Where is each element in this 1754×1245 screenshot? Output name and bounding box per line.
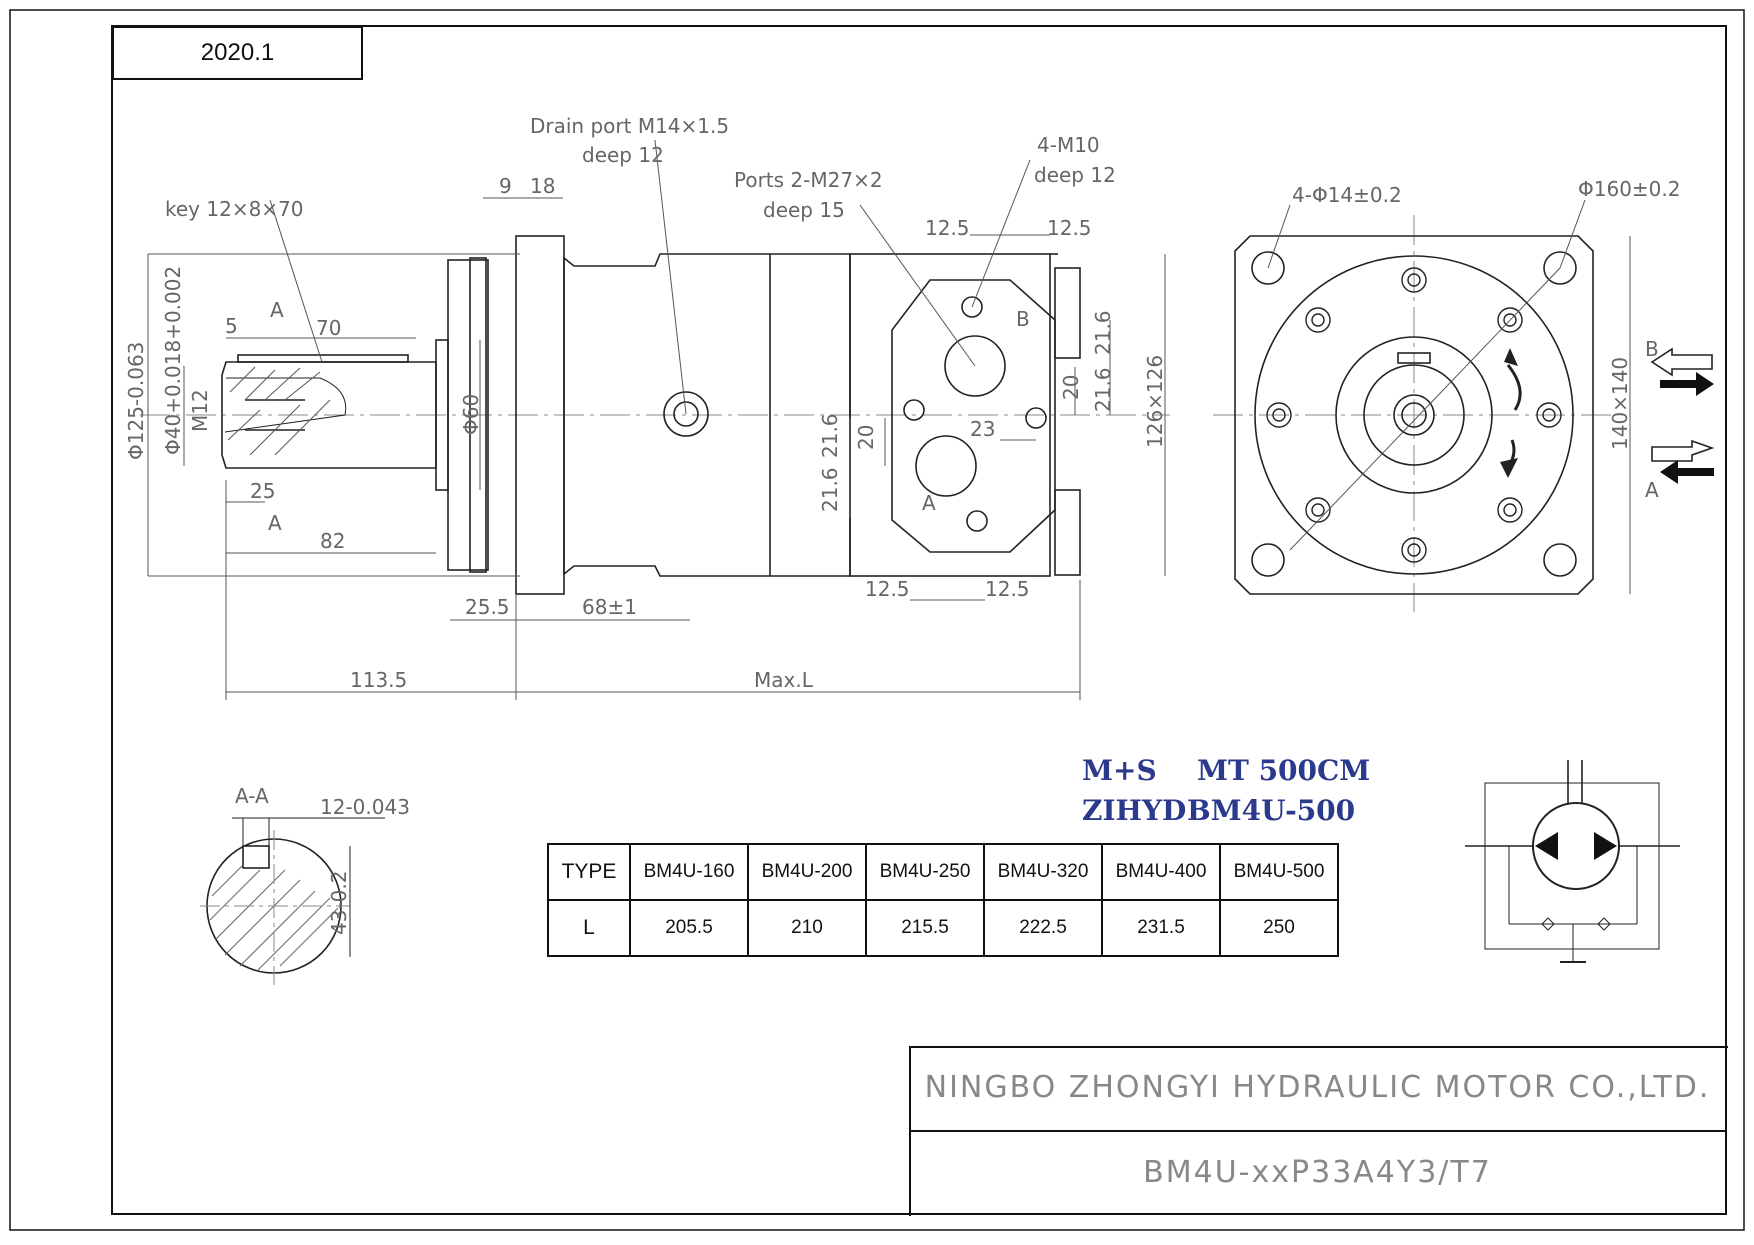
m10-label: 4-M10 xyxy=(1037,133,1100,157)
table-header-row: TYPE BM4U-160 BM4U-200 BM4U-250 BM4U-320… xyxy=(547,843,1339,901)
table-cell: 231.5 xyxy=(1101,899,1221,957)
flow-a-label: A xyxy=(1645,478,1659,502)
outer-border xyxy=(9,9,1745,1231)
dim-82: 82 xyxy=(320,529,345,553)
motor-triangle-left-icon xyxy=(1535,832,1558,860)
date-box: 2020.1 xyxy=(112,26,363,80)
table-cell: 215.5 xyxy=(865,899,985,957)
dim-12-5-d: 12.5 xyxy=(985,577,1030,601)
section-marker-bottom: A xyxy=(268,511,282,535)
table-header-cell: TYPE xyxy=(547,843,631,901)
company-name: NINGBO ZHONGYI HYDRAULIC MOTOR CO.,LTD. xyxy=(909,1046,1726,1132)
flow-arrows xyxy=(1650,347,1715,462)
ports-label: Ports 2-M27×2 xyxy=(734,168,883,192)
dim-key12: 12-0.043 xyxy=(320,795,410,819)
dim-12-5-b: 12.5 xyxy=(1047,216,1092,240)
dim-70: 70 xyxy=(316,316,341,340)
dim-25-5: 25.5 xyxy=(465,595,510,619)
drain-deep-label: deep 12 xyxy=(582,143,664,167)
dim-68: 68±1 xyxy=(582,595,637,619)
section-aa-label: A-A xyxy=(235,784,269,808)
section-view xyxy=(200,817,385,985)
ports-deep-label: deep 15 xyxy=(763,198,845,222)
pcd-label: Φ160±0.2 xyxy=(1578,177,1680,201)
brand-model: BM4U-500 xyxy=(1187,794,1355,827)
flow-arrow-a-icon xyxy=(1660,460,1714,484)
table-header-cell: BM4U-320 xyxy=(983,843,1103,901)
dim-phi40: Φ40+0.018+0.002 xyxy=(161,266,185,455)
dim-23: 23 xyxy=(970,417,995,441)
table-header-cell: BM4U-200 xyxy=(747,843,867,901)
dim-phi125: Φ125-0.063 xyxy=(124,342,148,460)
dim-126: 126×126 xyxy=(1143,355,1167,448)
holes-label: 4-Φ14±0.2 xyxy=(1292,183,1402,207)
dim-21-6-a: 21.6 xyxy=(1091,310,1115,355)
table-cell: 250 xyxy=(1219,899,1339,957)
dim-max-l: Max.L xyxy=(754,668,814,692)
port-b-label: B xyxy=(1016,307,1030,331)
dim-m12: M12 xyxy=(188,389,212,432)
model-number: BM4U-xxP33A4Y3/T7 xyxy=(1143,1155,1492,1190)
flow-b-label: B xyxy=(1645,337,1659,361)
motor-triangle-right-icon xyxy=(1594,832,1617,860)
dim-43: 43-0.2 xyxy=(327,871,351,935)
brand-mt: MT 500CM xyxy=(1197,754,1370,787)
table-header-cell: BM4U-160 xyxy=(629,843,749,901)
brand-ms: M+S xyxy=(1082,754,1157,787)
displacement-table: TYPE BM4U-160 BM4U-200 BM4U-250 BM4U-320… xyxy=(547,843,1339,957)
port-a-label: A xyxy=(922,491,936,515)
dim-12-5-a: 12.5 xyxy=(925,216,970,240)
side-view xyxy=(140,235,1170,595)
dim-113-5: 113.5 xyxy=(350,668,407,692)
flow-arrow-b-icon xyxy=(1660,372,1714,396)
dim-12-5-c: 12.5 xyxy=(865,577,910,601)
dim-5: 5 xyxy=(225,314,238,338)
dim-21-6-c: 21.6 xyxy=(818,413,842,458)
inner-border xyxy=(111,25,1727,1215)
table-cell: 210 xyxy=(747,899,867,957)
table-row: L 205.5 210 215.5 222.5 231.5 250 xyxy=(547,899,1339,957)
drain-port-label: Drain port M14×1.5 xyxy=(530,114,729,138)
table-header-cell: BM4U-250 xyxy=(865,843,985,901)
rotation-arrow-up-icon xyxy=(1504,348,1518,366)
dim-21-6-d: 21.6 xyxy=(818,467,842,512)
front-view xyxy=(1213,199,1615,612)
dim-9: 9 xyxy=(499,174,512,198)
side-dimension-lines xyxy=(147,139,1166,700)
dim-18: 18 xyxy=(530,174,555,198)
dim-21-6-b: 21.6 xyxy=(1091,367,1115,412)
section-marker-top: A xyxy=(270,298,284,322)
dim-phi60: Φ60 xyxy=(459,394,483,435)
rotation-arrow-down-icon xyxy=(1500,458,1518,478)
dim-25: 25 xyxy=(250,479,275,503)
table-cell: 205.5 xyxy=(629,899,749,957)
dim-20-b: 20 xyxy=(854,425,878,450)
dim-140: 140×140 xyxy=(1608,357,1632,450)
key-label: key 12×8×70 xyxy=(165,197,304,221)
m10-deep-label: deep 12 xyxy=(1034,163,1116,187)
table-cell: L xyxy=(547,899,631,957)
table-header-cell: BM4U-400 xyxy=(1101,843,1221,901)
dim-20-a: 20 xyxy=(1059,375,1083,400)
brand-zihyd: ZIHYD xyxy=(1082,794,1186,827)
hydraulic-symbol xyxy=(1465,760,1680,963)
table-cell: 222.5 xyxy=(983,899,1103,957)
table-header-cell: BM4U-500 xyxy=(1219,843,1339,901)
